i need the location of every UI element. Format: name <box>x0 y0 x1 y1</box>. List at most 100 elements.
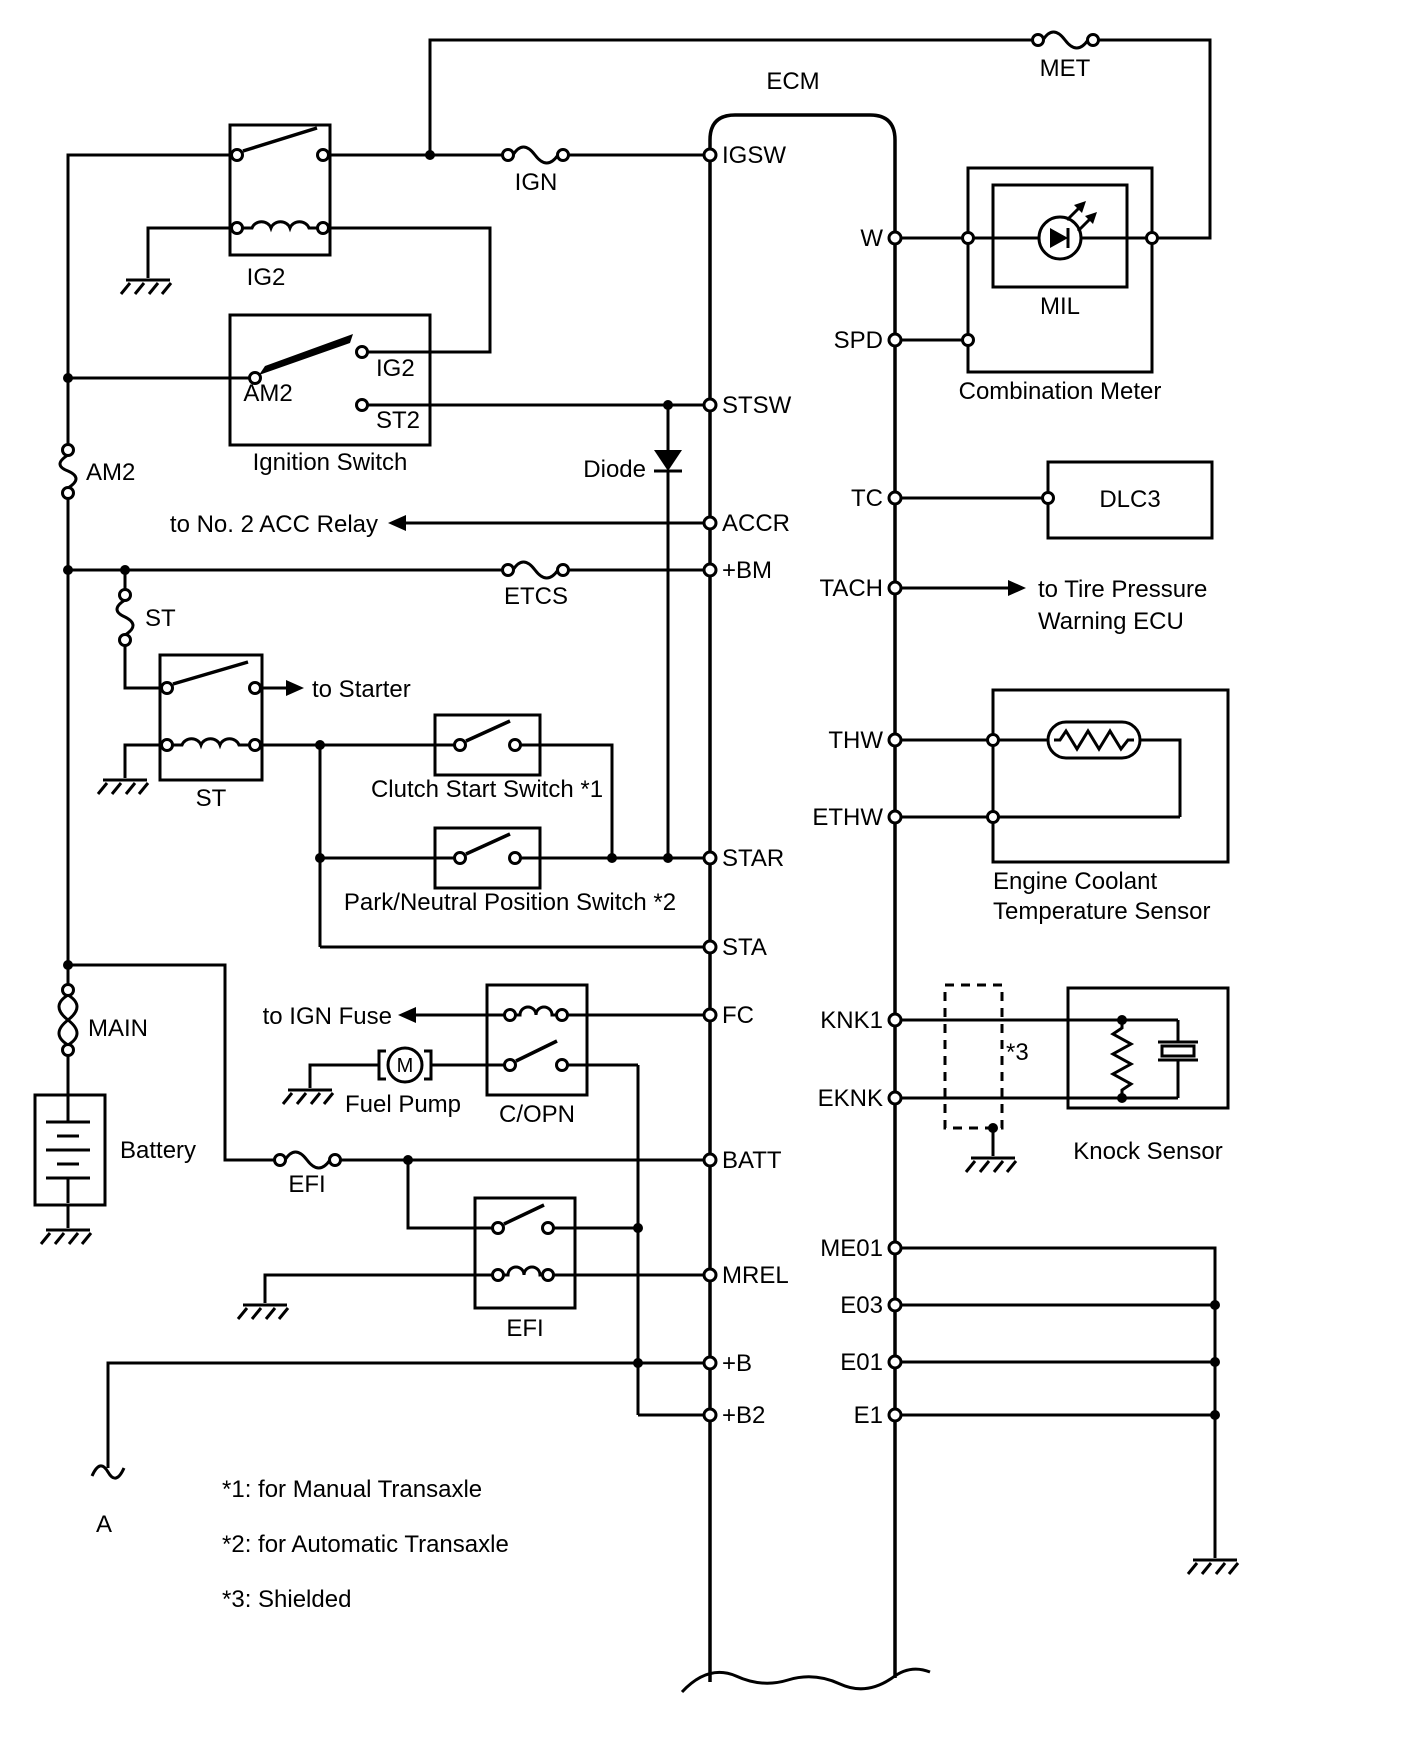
ground-icon <box>39 1228 93 1246</box>
copn-relay-label: C/OPN <box>499 1101 575 1128</box>
pin-label-bm: +BM <box>722 557 772 584</box>
pin-label-tc: TC <box>851 485 883 512</box>
ign-fuse-icon <box>511 145 560 165</box>
st-fuse-icon <box>115 598 135 637</box>
ig2-relay-coil-icon <box>242 220 318 233</box>
to-tire-pressure-label-line2: Warning ECU <box>1038 608 1184 635</box>
main-link-label: MAIN <box>88 1015 148 1042</box>
footnote-3: *3: Shielded <box>222 1586 351 1613</box>
am2-fuse-icon <box>58 453 78 490</box>
to-acc-relay-arrow-icon <box>388 515 406 531</box>
pin-label-igsw: IGSW <box>722 142 786 169</box>
pin-label-tach: TACH <box>819 575 883 602</box>
shield-ref-label: *3 <box>1006 1039 1029 1066</box>
st-fuse-label: ST <box>145 605 176 632</box>
efi-fuse-icon <box>283 1150 332 1170</box>
st-relay-box <box>158 653 264 782</box>
efi-relay-box <box>473 1196 577 1310</box>
to-starter-arrow-icon <box>286 680 304 696</box>
ecm-pin-bm <box>702 562 718 578</box>
to-ign-fuse-arrow-icon <box>398 1007 416 1023</box>
ground-icon <box>119 278 173 296</box>
pin-label-me01: ME01 <box>820 1235 883 1262</box>
am2-fuse-label: AM2 <box>86 459 135 486</box>
battery-icon <box>46 1120 90 1180</box>
clutch-start-switch-box <box>433 713 542 777</box>
ground-icon <box>96 778 150 796</box>
ecm-pin-star <box>702 850 718 866</box>
ecm-pin-tc <box>887 490 903 506</box>
ecm-pin-knk1 <box>887 1012 903 1028</box>
pin-label-fc: FC <box>722 1002 754 1029</box>
connector-a-break-icon <box>90 1464 126 1480</box>
ignition-switch-arm <box>259 334 353 375</box>
ign-fuse-label: IGN <box>515 169 558 196</box>
to-starter-label: to Starter <box>312 676 411 703</box>
ecm-pin-stsw <box>702 397 718 413</box>
park-neutral-switch-arm <box>465 832 511 856</box>
mil-label: MIL <box>1040 293 1080 320</box>
ecm-pin-b2 <box>702 1407 718 1423</box>
footnote-1: *1: for Manual Transaxle <box>222 1476 482 1503</box>
ecm-pin-fc <box>702 1007 718 1023</box>
ecm-pin-e1 <box>887 1407 903 1423</box>
knock-sensor-internals <box>1109 1020 1198 1098</box>
st-relay-contact-arm <box>172 660 249 686</box>
pin-label-stsw: STSW <box>722 392 792 419</box>
park-neutral-switch-box <box>433 826 542 890</box>
ecm-pin-thw <box>887 732 903 748</box>
pin-label-spd: SPD <box>834 327 883 354</box>
piezo-element-icon <box>1158 1040 1198 1062</box>
ecm-label: ECM <box>766 68 819 95</box>
ground-icon <box>236 1303 290 1321</box>
ignition-terminal-am2-label: AM2 <box>243 380 292 407</box>
ecm-pin-eknk <box>887 1090 903 1106</box>
shield-box <box>943 983 1004 1130</box>
ecm-pin-e01 <box>887 1354 903 1370</box>
mil-indicator-icon <box>1037 201 1097 261</box>
ig2-relay-box <box>228 123 332 257</box>
fuse-icons <box>57 30 1090 1170</box>
thermistor-icon <box>1046 720 1142 760</box>
pin-label-star: STAR <box>722 845 784 872</box>
mil-box <box>991 183 1129 289</box>
met-fuse-icon <box>1041 30 1090 50</box>
ecm-pin-ethw <box>887 809 903 825</box>
ignition-terminal-ig2-label: IG2 <box>376 355 415 382</box>
park-neutral-switch-label: Park/Neutral Position Switch *2 <box>344 889 676 916</box>
knock-sensor-box <box>1066 986 1230 1110</box>
ecm-pin-e03 <box>887 1297 903 1313</box>
combination-meter-box <box>966 166 1154 374</box>
pin-label-e1: E1 <box>854 1402 883 1429</box>
motor-letter: M <box>397 1055 414 1077</box>
motor-bracket-icons <box>377 1049 433 1081</box>
terminal-circles <box>61 33 1159 1423</box>
ecm-box <box>680 113 931 1694</box>
ecm-pin-sta <box>702 939 718 955</box>
to-ign-fuse-label: to IGN Fuse <box>263 1003 392 1030</box>
main-fusible-link-icon <box>57 993 79 1047</box>
ecm-pin-mrel <box>702 1267 718 1283</box>
resistor-icon <box>1109 1020 1135 1098</box>
battery-label: Battery <box>120 1137 196 1164</box>
etcs-fuse-label: ETCS <box>504 583 568 610</box>
ecm-pin-igsw <box>702 147 718 163</box>
copn-relay-contact-arm <box>515 1039 558 1063</box>
ignition-switch-box <box>228 313 432 447</box>
ignition-switch-label: Ignition Switch <box>253 449 408 476</box>
coolant-sensor-label-line1: Engine Coolant <box>993 868 1157 895</box>
clutch-switch-arm <box>465 719 511 743</box>
pin-label-ethw: ETHW <box>812 804 883 831</box>
ecm-pin-w <box>887 230 903 246</box>
pin-label-thw: THW <box>828 727 883 754</box>
battery-box <box>33 1093 107 1207</box>
wires <box>66 38 1217 1558</box>
ig2-relay-contact-arm <box>242 126 318 153</box>
dlc3-label: DLC3 <box>1099 486 1160 513</box>
ecm-pin-me01 <box>887 1240 903 1256</box>
arrow-icons <box>286 515 1026 1023</box>
to-tire-pressure-label-line1: to Tire Pressure <box>1038 576 1207 603</box>
pin-label-sta: STA <box>722 934 767 961</box>
